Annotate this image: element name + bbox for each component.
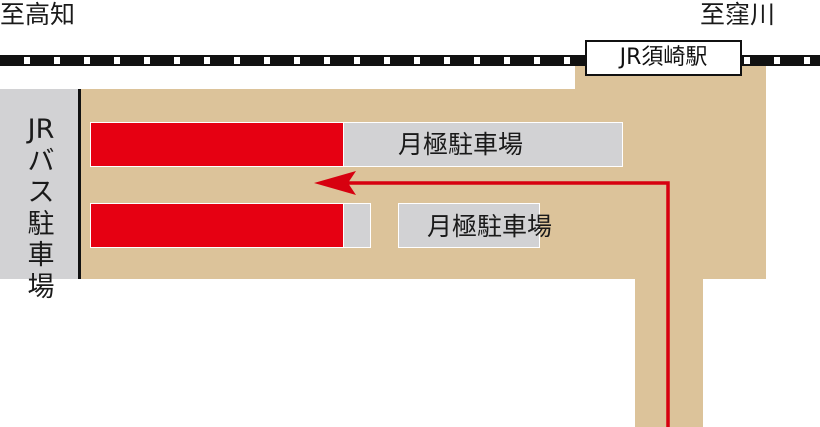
bus-parking-boundary: [78, 89, 81, 279]
destination-kochi-label: 至高知: [0, 0, 76, 29]
bus-parking-area: [0, 89, 80, 279]
route-line: [343, 181, 670, 427]
station-label: JR須崎駅: [585, 40, 742, 76]
monthly-parking-lot-3: [398, 203, 540, 248]
route-arrowhead: [314, 171, 356, 195]
highlighted-parking-space-2: [90, 203, 344, 248]
monthly-parking-label-2: 月極駐車場: [427, 212, 553, 241]
highlighted-parking-space-1: [90, 122, 344, 167]
railway-track: [0, 55, 820, 66]
monthly-parking-label-1: 月極駐車場: [398, 130, 524, 159]
destination-kubokawa-label: 至窪川: [700, 0, 776, 29]
bus-parking-label: JRバス駐車場: [27, 114, 55, 303]
